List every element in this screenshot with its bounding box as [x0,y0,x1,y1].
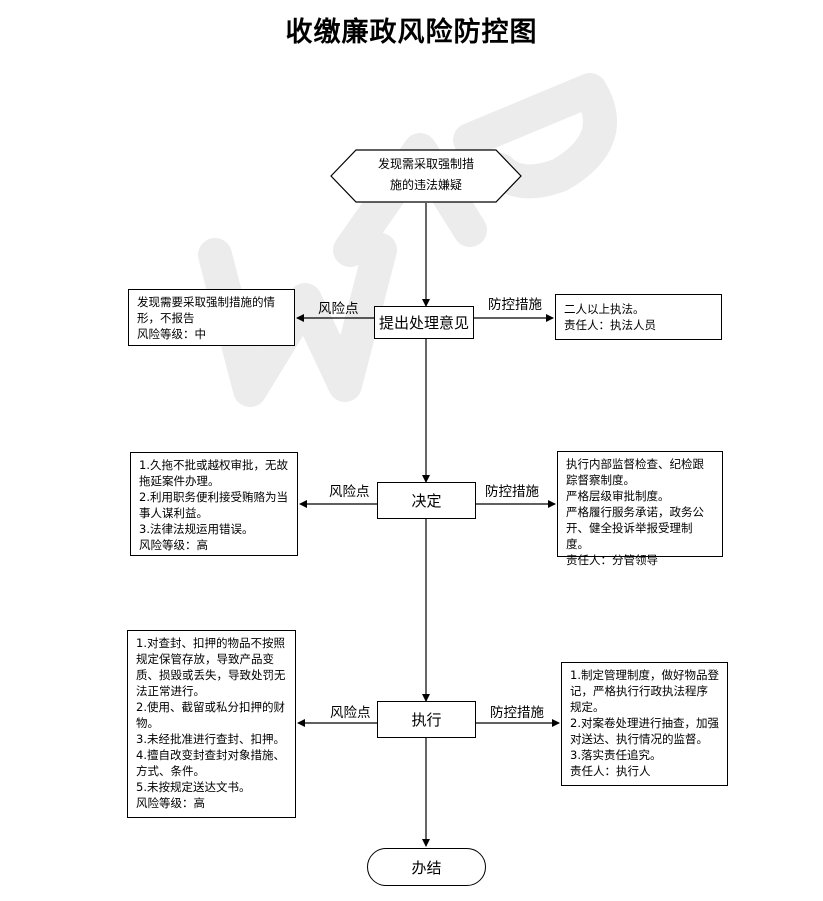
control-responsible: 责任人：分管领导 [566,553,658,567]
process-node-step1: 提出处理意见 [374,306,474,339]
process-node-step3: 执行 [377,701,476,738]
control-item: 执行内部监督检查、纪检跟踪督察制度。 [566,457,704,487]
control-item: 二人以上执法。 [564,302,645,316]
control-item: 3.落实责任追究。 [570,748,662,762]
risk-item: 3.法律法规运用错误。 [139,522,254,536]
risk-item: 3.未经批准进行查封、扣押。 [136,732,285,746]
control-box-step2: 执行内部监督检查、纪检跟踪督察制度。 严格层级审批制度。 严格履行服务承诺，政务… [557,451,723,567]
risk-item: 1.对查封、扣押的物品不按照规定保管存放，导致产品变质、损毁或丢失，导致处罚无法… [136,636,286,698]
control-label-step1: 防控措施 [488,297,542,313]
control-item: 2.对案卷处理进行抽查，加强对送达、执行情况的监督。 [570,716,719,746]
control-box-step3: 1.制定管理制度，做好物品登记，严格执行行政执法程序规定。 2.对案卷处理进行抽… [561,662,728,786]
control-responsible: 责任人：执行人 [570,764,651,778]
start-text-line2: 施的违法嫌疑 [389,178,462,192]
control-responsible: 责任人：执法人员 [564,318,656,332]
risk-label-step2: 风险点 [329,484,370,500]
process-node-step2: 决定 [377,482,476,519]
risk-item: 1.久拖不批或越权审批，无故拖延案件办理。 [139,458,288,488]
risk-item: 2.利用职务便利接受贿赂为当事人谋利益。 [139,490,288,520]
risk-level: 风险等级：中 [137,327,206,341]
risk-level: 风险等级：高 [136,796,205,810]
risk-item: 2.使用、截留或私分扣押的财物。 [136,700,285,730]
control-label-step2: 防控措施 [485,484,539,500]
risk-item: 发现需要采取强制措施的情形，不报告 [137,295,275,325]
start-text: 发现需采取强制措 施的违法嫌疑 [355,154,497,196]
risk-item: 5.未按规定送达文书。 [136,780,251,794]
control-item: 严格履行服务承诺，政务公开、健全投诉举报受理制度。 [566,505,704,551]
control-item: 严格层级审批制度。 [566,489,670,503]
risk-label-step1: 风险点 [318,301,359,317]
page-title: 收缴廉政风险防控图 [285,17,538,48]
control-label-step3: 防控措施 [490,705,544,721]
start-text-line1: 发现需采取强制措 [377,157,474,171]
risk-item: 4.擅自改变封查封对象措施、方式、条件。 [136,748,285,778]
risk-label-step3: 风险点 [330,705,371,721]
risk-box-step2: 1.久拖不批或越权审批，无故拖延案件办理。 2.利用职务便利接受贿赂为当事人谋利… [130,452,298,556]
start-hexagon [330,149,522,203]
risk-level: 风险等级：高 [139,538,208,552]
risk-box-step3: 1.对查封、扣押的物品不按照规定保管存放，导致产品变质、损毁或丢失，导致处罚无法… [127,630,296,818]
control-box-step1: 二人以上执法。 责任人：执法人员 [555,294,722,340]
risk-box-step1: 发现需要采取强制措施的情形，不报告 风险等级：中 [128,289,295,346]
end-node: 办结 [367,848,486,886]
control-item: 1.制定管理制度，做好物品登记，严格执行行政执法程序规定。 [570,668,719,714]
